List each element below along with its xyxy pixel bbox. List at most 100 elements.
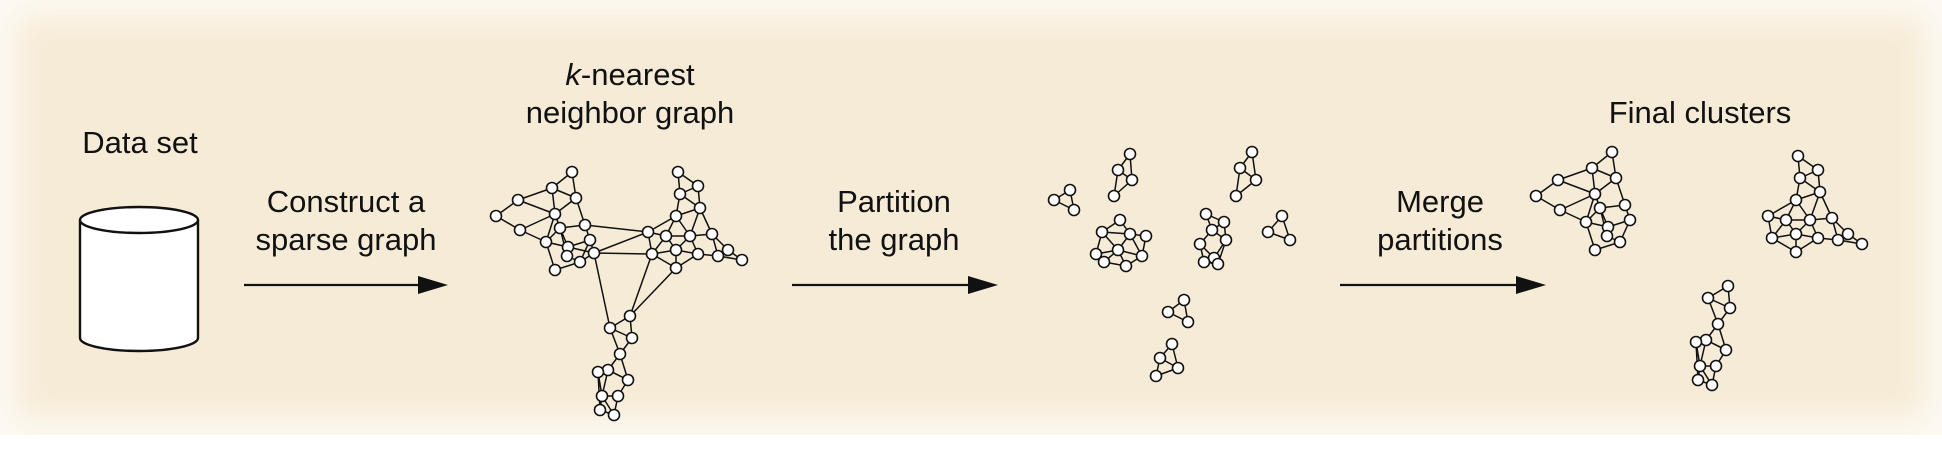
knn-node [673,187,687,201]
final-node [1600,229,1614,243]
final-node [1705,378,1719,392]
merge-step-label: Merge partitions [1290,183,1590,259]
knn-node [621,373,635,387]
knn-title-line2: neighbor graph [525,95,735,130]
final-node [1831,233,1845,247]
knn-node [607,408,621,422]
final-node [1701,291,1715,305]
knn-edge [584,224,649,233]
knn-node [560,249,574,263]
final-node [1721,279,1735,293]
knn-node [511,193,525,207]
final-node [1689,335,1703,349]
knn-node [613,347,627,361]
partition-node [1095,225,1109,239]
knn-edge [629,253,653,317]
partition-node [1113,213,1127,227]
final-node [1841,227,1855,241]
partition-node [1111,163,1125,177]
final-edge [1559,193,1596,211]
knn-node [691,247,705,261]
final-node [1803,213,1817,227]
knn-node [545,181,559,195]
partition-node [1211,257,1225,271]
knn-node [641,225,655,239]
construct-line2: sparse graph [255,222,437,257]
knn-node [721,243,735,257]
partition-node [1119,259,1133,273]
final-node [1791,149,1805,163]
knn-node [645,247,659,261]
partition-node [1193,237,1207,251]
final-node [1825,211,1839,225]
knn-title-rest: -nearest [580,57,695,92]
partition-node [1097,255,1111,269]
knn-node [683,229,697,243]
knn-node [735,253,749,267]
final-node [1618,198,1632,212]
partition-node [1067,203,1081,217]
knn-graph-label: k-nearest neighbor graph [480,56,780,132]
knn-node [691,179,705,193]
partition-node [1047,193,1061,207]
merge-line2: partitions [1377,222,1503,257]
final-node [1811,163,1825,177]
final-node [1789,245,1803,259]
partition-node [1199,207,1213,221]
knn-node [601,363,615,377]
final-node [1609,171,1623,185]
background-panel [0,0,1942,435]
knn-node [693,201,707,215]
partition-node [1233,161,1247,175]
knn-node [553,221,567,235]
partition-node [1177,293,1191,307]
partition-node [1217,215,1231,229]
final-node [1588,243,1602,257]
partition-node [1261,225,1275,239]
knn-node [711,249,725,263]
knn-node [705,227,719,241]
knn-edge [593,252,611,329]
final-node [1789,193,1803,207]
knn-node [611,389,625,403]
arrow-merge [1340,276,1546,294]
partition-step-label: Partition the graph [744,183,1044,259]
partition-line1: Partition [837,184,951,219]
knn-node [623,309,637,323]
final-node [1709,359,1723,373]
final-edges [1535,151,1863,386]
final-clusters-graph [1529,145,1869,392]
knn-edge [593,231,649,254]
knn-node [659,229,673,243]
final-node [1693,359,1707,373]
construct-line1: Construct a [266,184,426,219]
final-node [1588,187,1602,201]
final-node [1719,343,1733,357]
final-node [1551,173,1565,187]
construct-step-label: Construct a sparse graph [196,183,496,259]
partition-line2: the graph [828,222,960,257]
partition-node [1089,247,1103,261]
partition-node [1249,173,1263,187]
final-node [1691,373,1705,387]
final-node [1789,227,1803,241]
partition-node [1149,369,1163,383]
final-node [1579,215,1593,229]
knn-node [591,365,605,379]
knn-node [669,209,683,223]
knn-node [548,263,562,277]
final-node [1723,301,1737,315]
knn-k-letter: k [565,57,581,92]
knn-node [595,389,609,403]
partition-node [1161,305,1175,319]
knn-node [669,261,683,275]
partition-node [1229,189,1243,203]
partition-node [1205,223,1219,237]
knn-graph [489,165,749,422]
final-node [1711,317,1725,331]
final-node [1605,145,1619,159]
dataset-label: Data set [82,125,198,160]
final-node [1855,237,1869,251]
